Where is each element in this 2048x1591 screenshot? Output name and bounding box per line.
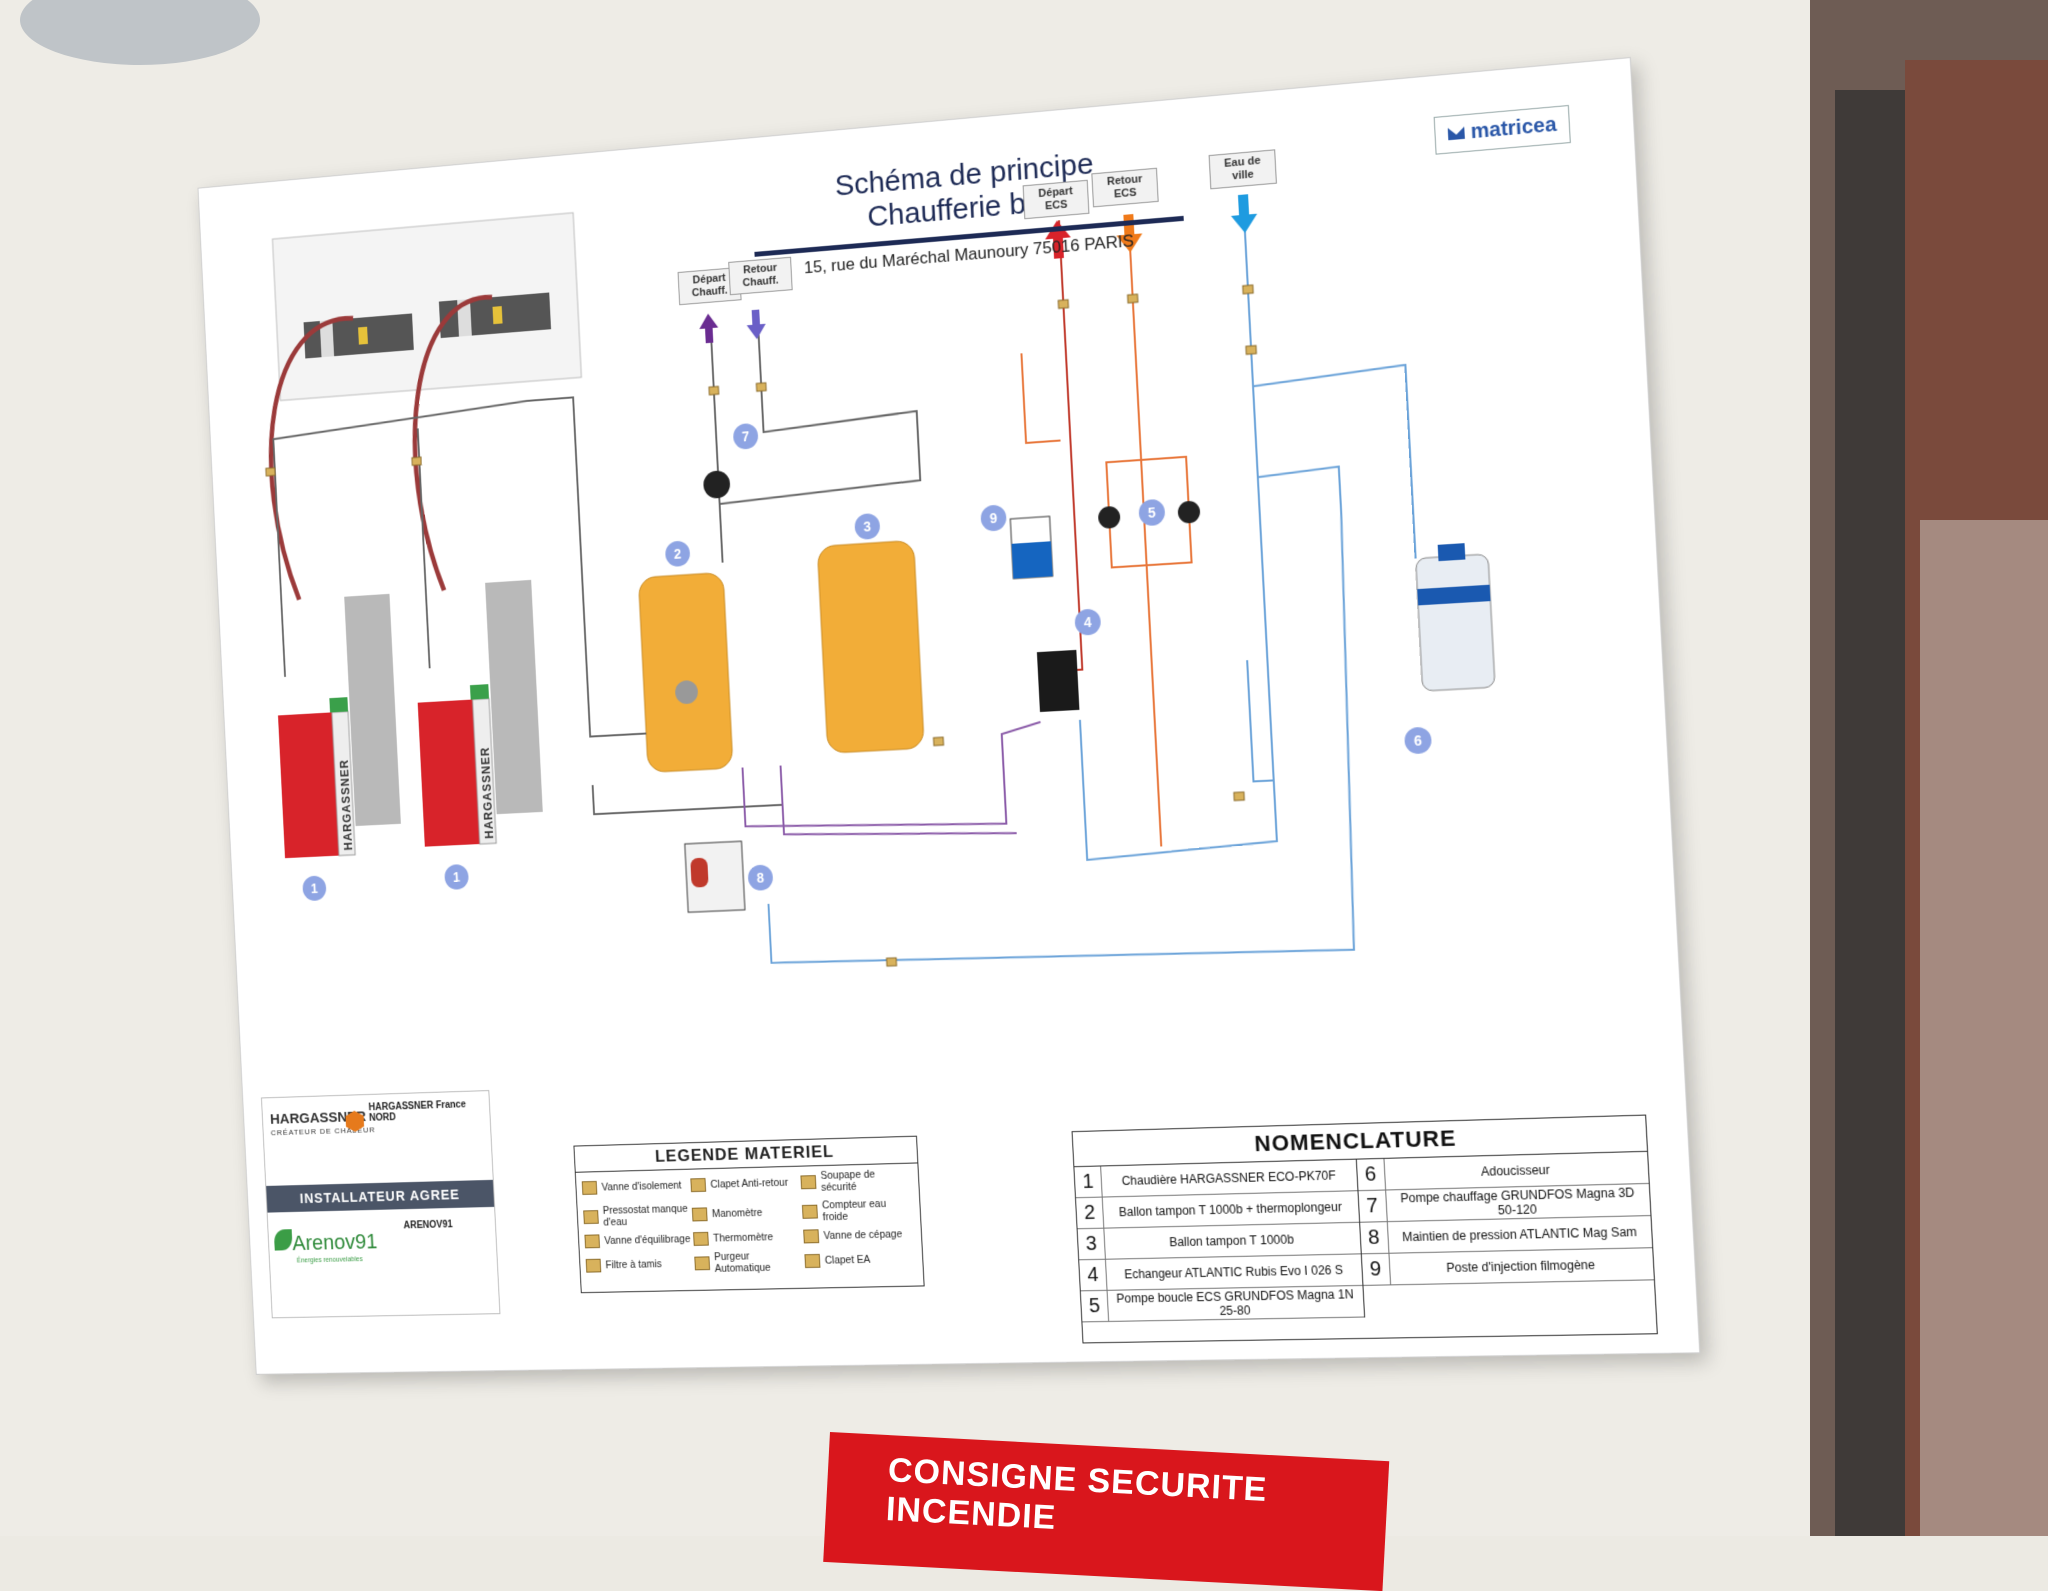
- matricea-icon: [1448, 127, 1465, 141]
- arrow-down-blue-icon: [1229, 193, 1259, 235]
- legend-item: Clapet EA: [804, 1247, 917, 1273]
- water-meter-icon: [801, 1204, 818, 1219]
- buffer-tank-3: [817, 540, 924, 753]
- isolation-valve-icon: [581, 1180, 598, 1195]
- pellet-feed-unit: [303, 292, 552, 359]
- legend-grid: Vanne d'isolement Clapet Anti-retour Sou…: [576, 1163, 923, 1281]
- legend-table: LEGENDE MATERIEL Vanne d'isolement Clape…: [573, 1135, 925, 1294]
- safety-valve-icon: [800, 1175, 817, 1190]
- arenov-leaf-icon: [273, 1229, 293, 1251]
- bypass-valve-icon: [803, 1229, 820, 1244]
- legend-item: Vanne d'isolement: [581, 1174, 692, 1200]
- arrow-up-purple-icon: [698, 312, 720, 344]
- strainer-icon: [585, 1258, 602, 1273]
- legend-item: Clapet Anti-retour: [690, 1171, 801, 1197]
- valve-fittings: [261, 285, 1288, 990]
- arrow-down-purple-icon: [745, 309, 767, 340]
- legend-item: Vanne de cépage: [803, 1227, 915, 1244]
- label-eau-de-ville: Eau de ville: [1208, 149, 1277, 190]
- arenov-name: ARENOV91: [403, 1219, 453, 1232]
- label-retour-chauff: Retour Chauff.: [728, 256, 793, 296]
- legend-item: Soupape de sécurité: [800, 1168, 913, 1195]
- installer-band: INSTALLATEUR AGREE: [266, 1179, 495, 1213]
- pressure-unit-8: [685, 841, 745, 912]
- pump-5: [1097, 500, 1201, 530]
- arenov-logo: Arenov91: [291, 1229, 378, 1255]
- ea-valve-icon: [804, 1253, 821, 1269]
- wall-lamp: [20, 0, 260, 65]
- heat-exchanger-4: [1036, 649, 1080, 713]
- legend-item: Compteur eau froide: [801, 1197, 915, 1223]
- label-depart-ecs: Départ ECS: [1022, 179, 1090, 220]
- legend-item: Thermomètre: [693, 1230, 804, 1246]
- label-retour-ecs: Retour ECS: [1091, 167, 1159, 208]
- check-valve-icon: [690, 1178, 707, 1193]
- schematic-panel: Schéma de principe Chaufferie bois 15, r…: [197, 56, 1701, 1375]
- boiler-1: [277, 593, 401, 859]
- pressure-switch-icon: [583, 1210, 599, 1225]
- softener-6: [1416, 554, 1495, 691]
- thermometer-icon: [693, 1231, 709, 1246]
- air-vent-icon: [694, 1256, 711, 1271]
- legend-item: Vanne d'équilibrage: [584, 1232, 693, 1249]
- arenov-tagline: Énergies renouvelables: [296, 1256, 363, 1265]
- brand-name: matricea: [1470, 113, 1558, 144]
- balancing-valve-icon: [584, 1234, 601, 1249]
- legend-item: Purgeur Automatique: [694, 1249, 805, 1275]
- hydraulic-diagram: [198, 193, 1699, 1374]
- buffer-tank-2: [638, 572, 733, 772]
- legend-item: Pressostat manque d'eau: [583, 1203, 693, 1229]
- boiler-2: [417, 579, 543, 847]
- manometer-icon: [691, 1207, 708, 1222]
- hargassner-name: HARGASSNER France NORD: [368, 1099, 467, 1124]
- legend-item: Manomètre: [691, 1200, 803, 1226]
- legend-item: Filtre à tamis: [585, 1252, 695, 1278]
- pump-7: [702, 469, 731, 500]
- installer-box: HARGASSNER CRÉATEUR DE CHALEUR HARGASSNE…: [260, 1090, 501, 1319]
